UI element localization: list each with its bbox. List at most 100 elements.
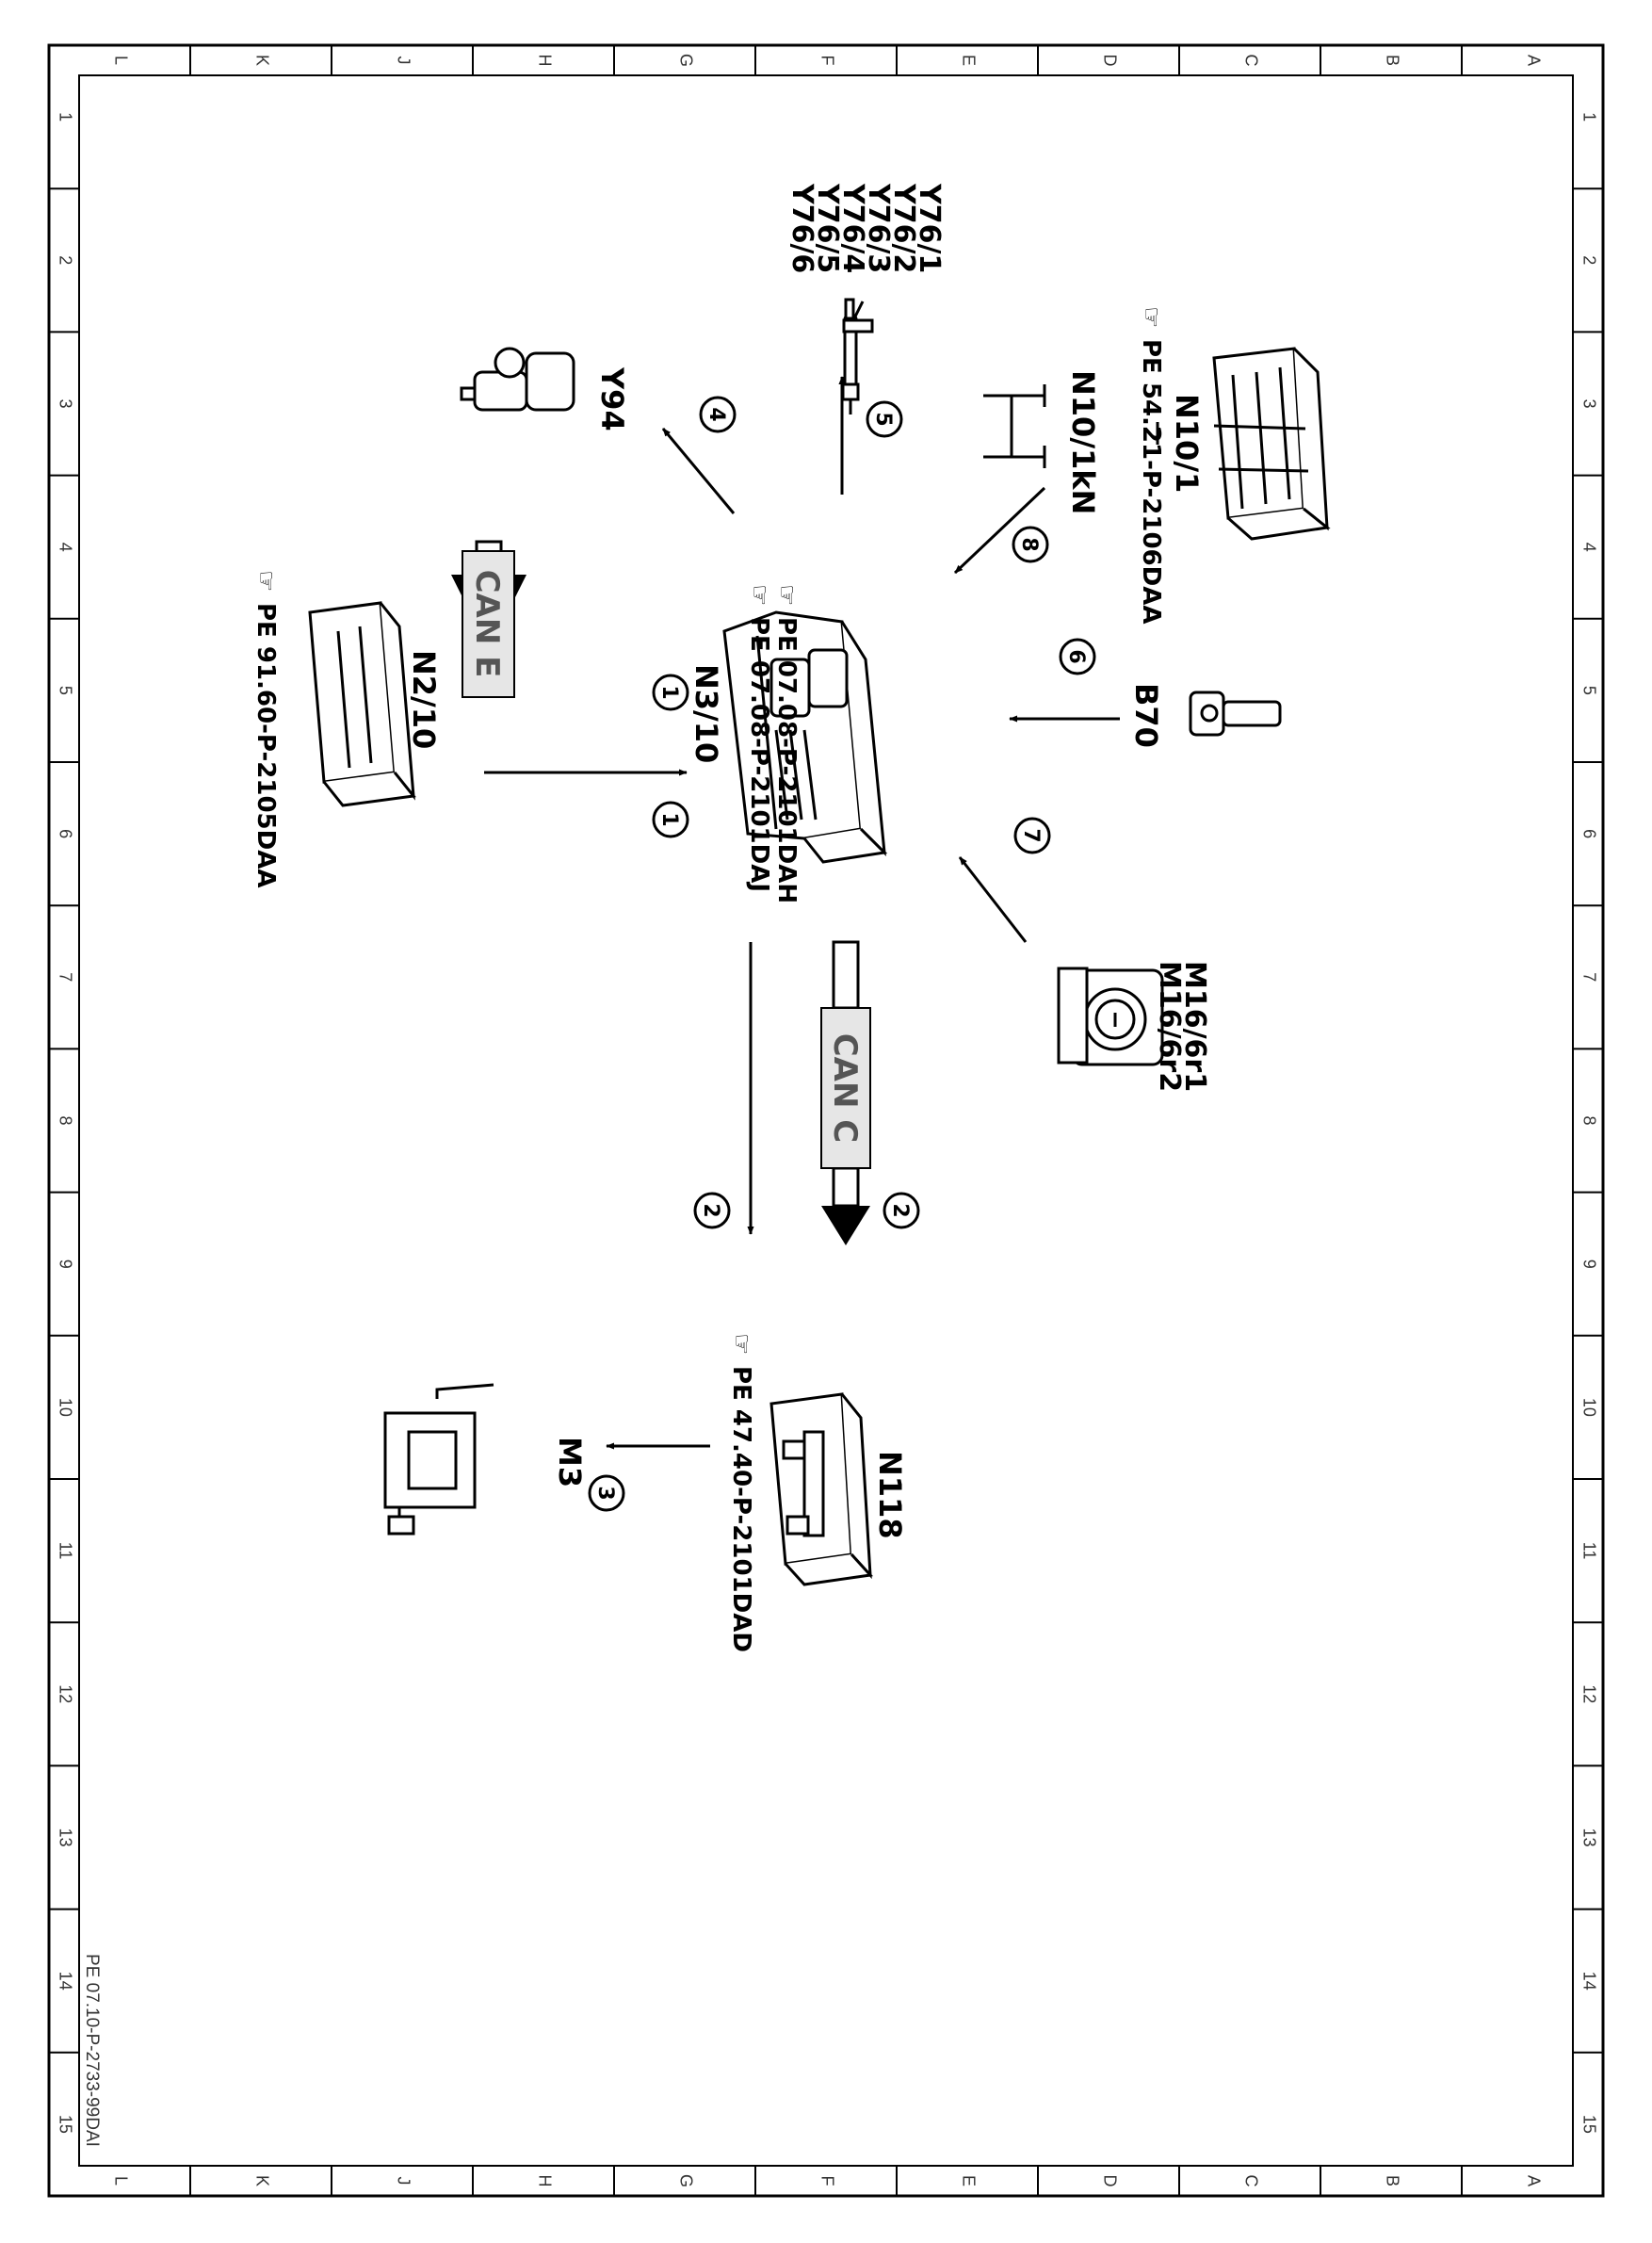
grid-row-label: 2: [1579, 255, 1598, 265]
grid-row-label: 11: [56, 1542, 74, 1560]
n10-1-label: N10/1: [1169, 394, 1205, 493]
n118-label: N118: [872, 1451, 908, 1539]
n10-1kn-component: N10/1kN: [983, 370, 1101, 514]
y76-label-1: Y76/1: [913, 183, 946, 273]
signal-1a-number: 1: [657, 685, 681, 699]
pointing-hand-icon: ☞: [745, 584, 773, 606]
signal-5-circle: [866, 400, 903, 438]
signal-1b-number: 1: [657, 812, 681, 826]
grid-column-label: G: [676, 2174, 695, 2187]
throttle-actuator-icon: [1057, 967, 1164, 1066]
can-c-label: CAN C: [826, 1033, 864, 1144]
y76-label-6: Y76/6: [786, 183, 818, 273]
grid-column-label: L: [111, 56, 130, 65]
engine-control-unit-icon: [722, 610, 888, 864]
grid-row-label: 14: [1579, 1972, 1598, 1991]
y76-label-2: Y76/2: [887, 183, 920, 273]
grid-column-label: F: [818, 56, 836, 66]
grid-column-label: G: [676, 54, 695, 67]
outer-border: [47, 43, 1605, 2198]
b70-label: B70: [1128, 683, 1164, 748]
pointing-hand-icon: ☞: [727, 1333, 755, 1355]
grid-row-label: 4: [56, 543, 74, 552]
n3-10-component: N3/10 ☞ PE 07.08-P-2101DAH ☞ PE 07.08-P-…: [688, 584, 888, 903]
b70-component: B70: [1128, 683, 1282, 748]
n10-1-ref: ☞ PE 54.21-P-2106DAA: [1137, 306, 1165, 624]
n118-ref-text: PE 47.40-P-2101DAD: [727, 1366, 755, 1652]
relay-icon: [983, 384, 1046, 468]
grid-row-label: 12: [56, 1684, 74, 1703]
grid-row-label: 4: [1579, 543, 1598, 552]
n3-10-label: N3/10: [688, 664, 724, 763]
n10-1kn-label: N10/1kN: [1065, 370, 1101, 514]
grid-column-label: E: [959, 2175, 978, 2186]
signal-6-circle: [1059, 638, 1096, 675]
grid-row-label: 3: [1579, 398, 1598, 408]
grid-column-label: C: [1241, 2175, 1260, 2187]
grid-row-label: 15: [56, 2115, 74, 2134]
grid-column-label: J: [394, 2177, 413, 2186]
can-e-label-box: [462, 550, 515, 698]
grid-column-label: K: [252, 55, 271, 66]
signal-4-number: 4: [705, 407, 728, 421]
grid-row-label: 5: [56, 686, 74, 695]
can-e-label: CAN E: [468, 570, 506, 678]
signal-7-circle: [1013, 817, 1051, 854]
can-c-label-box: [820, 1007, 871, 1169]
m16-label-1: M16/6r1: [1178, 961, 1211, 1092]
grid-row-label: 11: [1579, 1542, 1598, 1560]
grid-column-label: H: [535, 2175, 554, 2187]
signal-3-number: 3: [593, 1486, 617, 1500]
signal-3-circle: [588, 1474, 625, 1512]
m3-label: M3: [552, 1437, 588, 1487]
n118-ref: ☞ PE 47.40-P-2101DAD: [727, 1333, 755, 1652]
grid-row-label: 8: [1579, 1115, 1598, 1125]
grid-row-label: 6: [56, 829, 74, 838]
control-valve-icon: [460, 347, 575, 412]
m16-label-2: M16/6r2: [1153, 961, 1186, 1092]
grid-row-label: 6: [1579, 829, 1598, 838]
signal-2b-number: 2: [699, 1203, 722, 1217]
fuel-pump-icon: [383, 1383, 494, 1536]
m16-component: M16/6r1 M16/6r2: [1057, 961, 1211, 1092]
grid-row-label: 13: [56, 1828, 74, 1846]
grid-column-label: K: [252, 2175, 271, 2186]
document-id: PE 07.10-P-2733-99DAI: [82, 1954, 102, 2147]
crankshaft-sensor-icon: [1189, 691, 1282, 737]
n118-component: N118 ☞ PE 47.40-P-2101DAD: [727, 1333, 908, 1652]
signal-2b-circle: [693, 1192, 731, 1229]
n2-10-ref: ☞ PE 91.60-P-2105DAA: [251, 570, 280, 887]
signal-arrow-7: [958, 856, 1028, 943]
grid-column-label: F: [818, 2176, 836, 2186]
diagram-content: N3/10 ☞ PE 07.08-P-2101DAH ☞ PE 07.08-P-…: [251, 183, 1331, 1652]
signal-1a-circle: [652, 674, 689, 711]
n2-10-label: N2/10: [406, 650, 442, 749]
grid-row-label: 15: [1579, 2115, 1598, 2134]
signal-2a-number: 2: [888, 1203, 912, 1217]
grid-ticks: [49, 45, 1603, 2196]
pointing-hand-icon: ☞: [772, 584, 801, 606]
grid-column-label: J: [394, 57, 413, 65]
n3-10-ref-1-text: PE 07.08-P-2101DAH: [772, 617, 801, 903]
grid-row-label: 10: [1579, 1398, 1598, 1417]
y76-label-3: Y76/3: [862, 183, 895, 273]
grid-column-label: B: [1383, 55, 1401, 66]
grid-row-label: 13: [1579, 1828, 1598, 1846]
n2-10-component: N2/10 ☞ PE 91.60-P-2105DAA: [251, 570, 442, 887]
grid-row-label: 2: [56, 255, 74, 265]
grid-row-label: 14: [56, 1972, 74, 1991]
grid-row-label: 12: [1579, 1684, 1598, 1703]
n3-10-ref-2-text: PE 07.08-P-2101DAJ: [745, 617, 773, 892]
n10-1-ref-text: PE 54.21-P-2106DAA: [1137, 339, 1165, 624]
signal-2a-circle: [883, 1192, 920, 1229]
n3-10-ref-1: ☞ PE 07.08-P-2101DAH: [772, 584, 801, 903]
signal-8-circle: [1012, 526, 1049, 563]
fuel-injector-icon: [841, 298, 874, 414]
grid-column-label: D: [1100, 55, 1119, 67]
pointing-hand-icon: ☞: [1137, 306, 1165, 328]
grid-column-label: E: [959, 55, 978, 66]
signal-arrow-8: [953, 486, 1046, 575]
grid-row-label: 1: [1579, 112, 1598, 122]
pointing-hand-icon: ☞: [251, 570, 280, 592]
